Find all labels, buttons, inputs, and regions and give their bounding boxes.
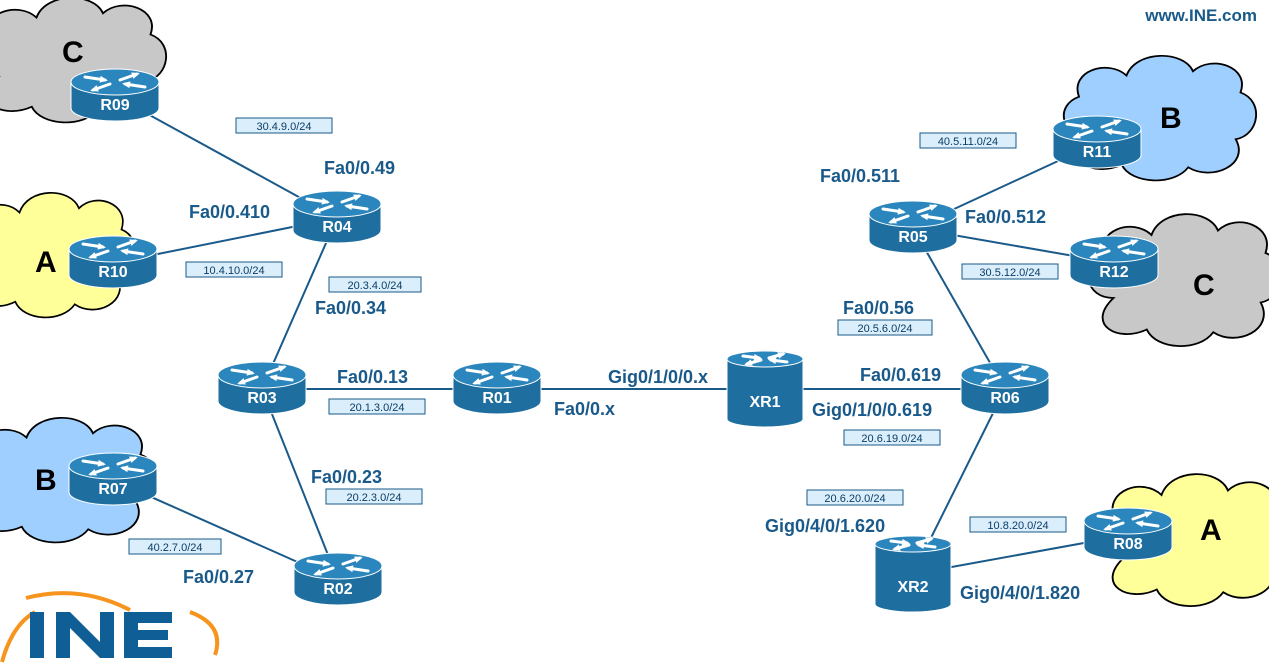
router-r02[interactable]: R02 [293,552,383,606]
subnet-box: 20.1.3.0/24 [328,398,426,415]
router-r08[interactable]: R08 [1083,507,1173,561]
router-xr1[interactable]: XR1 [726,350,804,428]
interface-label: Fa0/0.13 [337,367,408,387]
interface-label: Gig0/4/0/1.820 [960,583,1080,603]
subnet-box: 20.5.6.0/24 [837,319,933,336]
router-label: R08 [1113,536,1142,553]
router-r09[interactable]: R09 [70,68,160,122]
subnet-label: 20.3.4.0/24 [347,280,402,292]
router-label: R06 [990,390,1019,407]
interface-label: Fa0/0.27 [183,567,254,587]
subnet-label: 20.2.3.0/24 [346,492,401,504]
subnet-box: 40.5.11.0/24 [919,132,1017,149]
interface-label: Gig0/4/0/1.620 [765,516,885,536]
subnet-label: 30.4.9.0/24 [256,121,311,133]
interface-label: Fa0/0.23 [311,467,382,487]
interface-label: Fa0/0.34 [315,298,386,318]
router-r04[interactable]: R04 [292,190,382,244]
subnet-box: 30.4.9.0/24 [235,117,333,134]
router-r05[interactable]: R05 [868,200,958,254]
interface-label: Gig0/1/0/0.619 [812,400,932,420]
subnet-box: 10.8.20.0/24 [969,516,1067,533]
website-link[interactable]: www.INE.com [1145,6,1257,25]
cloud-label-c7: B [35,464,57,497]
interface-label: Fa0/0.49 [324,158,395,178]
router-r01[interactable]: R01 [452,361,542,415]
link-r05-r06 [912,227,1006,390]
router-label: R01 [482,390,511,407]
subnet-label: 30.5.12.0/24 [979,267,1040,279]
subnet-label: 20.5.6.0/24 [857,323,912,335]
clouds-layer: C A B B C A [0,0,1269,608]
router-r07[interactable]: R07 [68,452,158,506]
router-label: R04 [322,219,351,236]
subnet-box: 20.3.4.0/24 [328,276,422,293]
interface-label: Fa0/0.410 [189,202,270,222]
interface-label: Fa0/0.512 [965,207,1046,227]
subnet-box: 10.4.10.0/24 [185,261,283,278]
cloud-label-c12: C [1193,269,1215,302]
subnet-box: 30.5.12.0/24 [961,263,1059,280]
router-label: R10 [98,264,127,281]
router-r03[interactable]: R03 [217,361,307,415]
router-label: R11 [1083,144,1112,161]
subnet-box: 20.2.3.0/24 [325,488,423,505]
subnet-label: 20.1.3.0/24 [349,402,404,414]
subnet-box: 40.2.7.0/24 [128,538,222,555]
router-label: XR2 [897,579,928,596]
interface-label: Fa0/0.511 [820,166,900,186]
router-r06[interactable]: R06 [960,361,1050,415]
subnet-label: 20.6.19.0/24 [861,433,922,445]
router-label: R05 [898,229,927,246]
cloud-label-c10: A [35,246,57,279]
link-r03-r02 [261,388,339,581]
subnet-label: 40.2.7.0/24 [147,542,202,554]
router-label: R12 [1099,264,1128,281]
subnet-label: 10.8.20.0/24 [987,520,1048,532]
subnet-label: 20.6.20.0/24 [824,493,885,505]
subnet-label: 10.4.10.0/24 [203,265,264,277]
interfaces-layer: Fa0/0.49 Fa0/0.410 Fa0/0.34 Fa0/0.13 Fa0… [183,158,1080,603]
router-xr2[interactable]: XR2 [874,535,952,613]
link-r04-r03 [261,217,338,390]
router-label: R07 [98,481,127,498]
router-r12[interactable]: R12 [1069,235,1159,289]
router-label: R02 [323,581,352,598]
subnet-box: 20.6.20.0/24 [806,489,904,506]
cloud-label-c9: C [62,36,84,69]
router-r11[interactable]: R11 [1052,115,1142,169]
interface-label: Fa0/0.x [554,399,615,419]
cloud-label-c8: A [1200,514,1222,547]
links-layer [112,95,1129,581]
interface-label: Fa0/0.56 [843,298,914,318]
router-r10[interactable]: R10 [68,235,158,289]
interface-label: Gig0/1/0/0.x [608,367,708,387]
subnet-label: 40.5.11.0/24 [938,136,998,148]
router-label: R03 [247,390,276,407]
ine-logo [0,591,220,663]
subnets-layer: 30.4.9.0/24 10.4.10.0/24 20.3.4.0/24 20.… [128,117,1067,555]
router-label: R09 [100,97,129,114]
router-label: XR1 [749,394,780,411]
subnet-box: 20.6.19.0/24 [843,429,941,446]
cloud-label-c11: B [1160,102,1182,135]
interface-label: Fa0/0.619 [860,365,941,385]
